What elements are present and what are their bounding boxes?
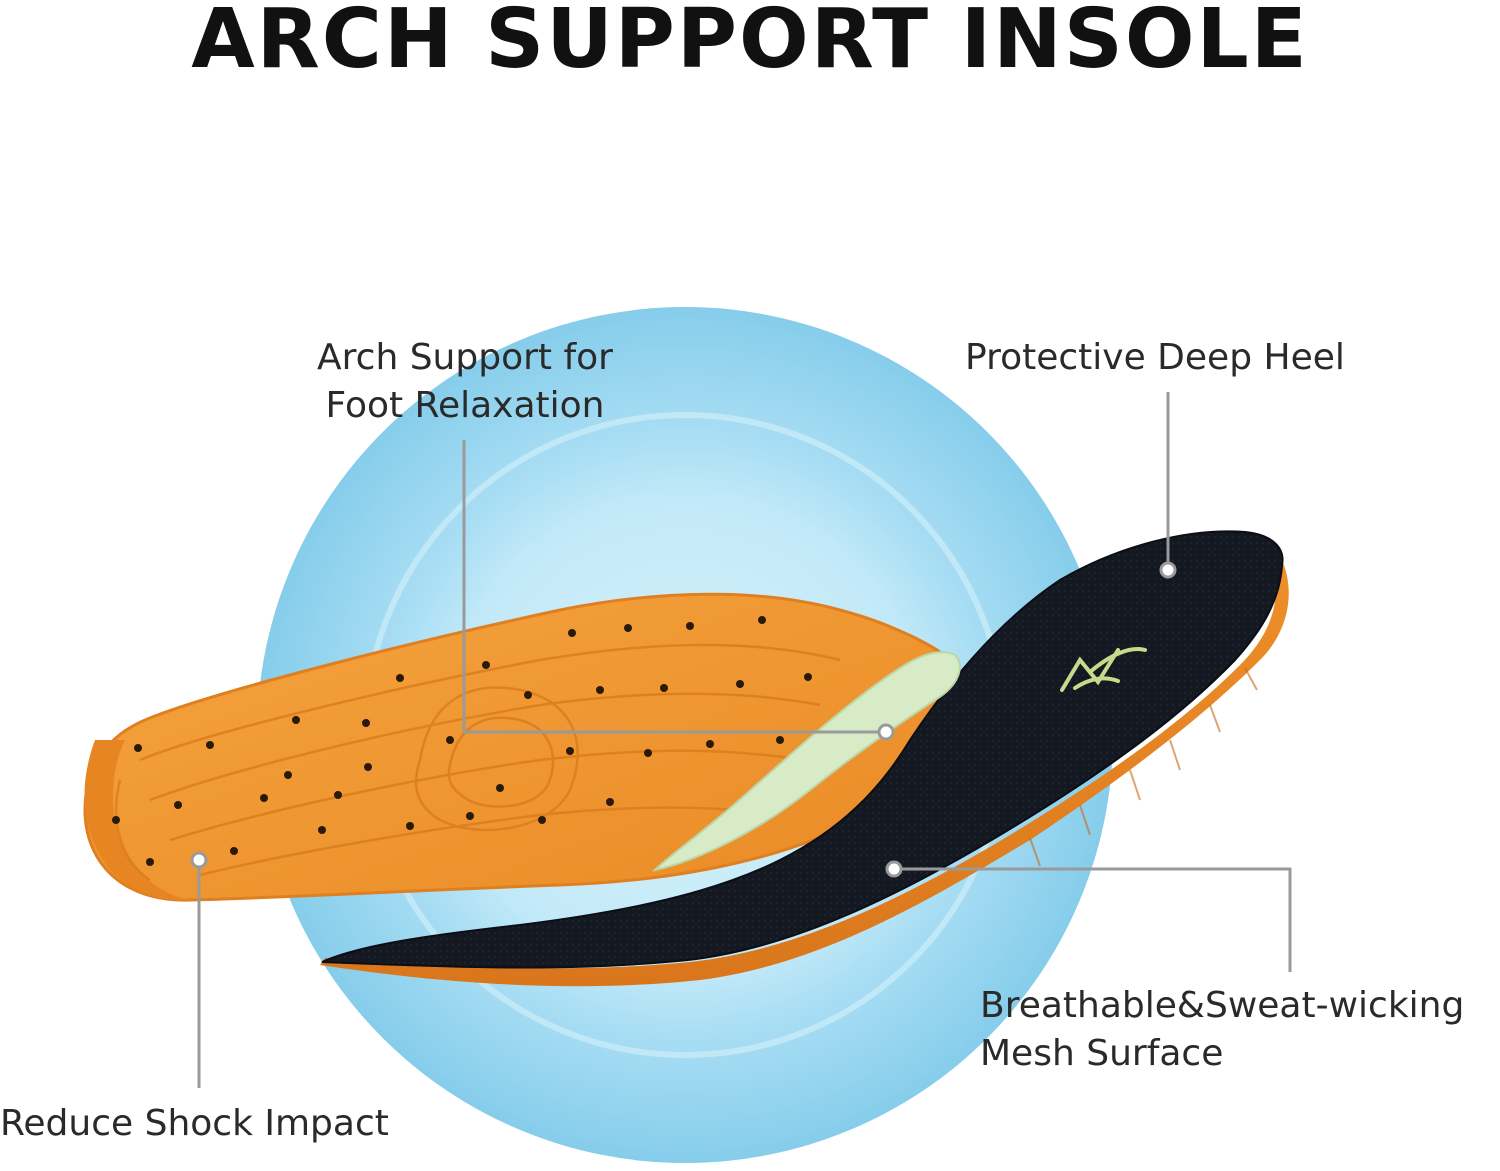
leader-mesh	[896, 867, 1292, 972]
callout-heel-line1: Protective Deep Heel	[965, 337, 1345, 378]
leader-dots	[190, 561, 1177, 878]
leader-arch	[462, 440, 882, 734]
callout-arch-line2: Foot Relaxation	[325, 385, 605, 426]
dot-mesh	[885, 860, 903, 878]
dot-arch	[877, 723, 895, 741]
leader-lines	[197, 392, 1292, 1088]
insole-brand-logo-icon	[1060, 647, 1147, 692]
callout-mesh-line2: Mesh Surface	[980, 1033, 1224, 1074]
dot-heel	[1159, 561, 1177, 579]
page-title: ARCH SUPPORT INSOLE	[191, 0, 1309, 87]
black-insole	[320, 530, 1289, 987]
callout-shock-line1: Reduce Shock Impact	[0, 1103, 389, 1144]
dot-shock	[190, 851, 208, 869]
callout-deep-heel: Protective Deep Heel	[965, 334, 1345, 382]
arch-support-pad	[651, 651, 961, 872]
callout-shock-impact: Reduce Shock Impact	[0, 1100, 389, 1148]
callout-arch-support: Arch Support for Foot Relaxation	[306, 334, 624, 430]
callout-mesh-line1: Breathable&Sweat-wicking	[980, 985, 1465, 1026]
callout-mesh-surface: Breathable&Sweat-wicking Mesh Surface	[980, 982, 1464, 1078]
callout-arch-line1: Arch Support for	[317, 337, 613, 378]
